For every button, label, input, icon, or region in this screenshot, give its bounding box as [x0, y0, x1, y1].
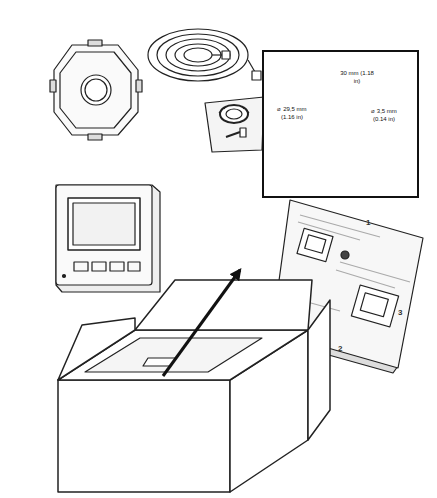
mounting-frame: [50, 40, 142, 140]
thermostat: [56, 185, 160, 292]
dimension-text: ⌀ 29,5 mm (1.16 in): [272, 106, 312, 121]
page-number: 3: [398, 308, 402, 317]
dimension-text: ⌀ 3,5 mm (0.14 in): [364, 108, 404, 123]
page-number: 1: [366, 218, 370, 227]
coiled-cable: [148, 29, 261, 81]
page-number: 2: [338, 344, 342, 353]
dimension-text: 30 mm (1.18 in): [340, 70, 374, 85]
template-card: 30 mm (1.18 in) ⌀ 29,5 mm (1.16 in) ⌀ 3,5 …: [262, 50, 419, 198]
hardware-bag: [205, 97, 264, 152]
packaging-box: [58, 280, 330, 492]
pointer-arrow: [163, 270, 240, 376]
